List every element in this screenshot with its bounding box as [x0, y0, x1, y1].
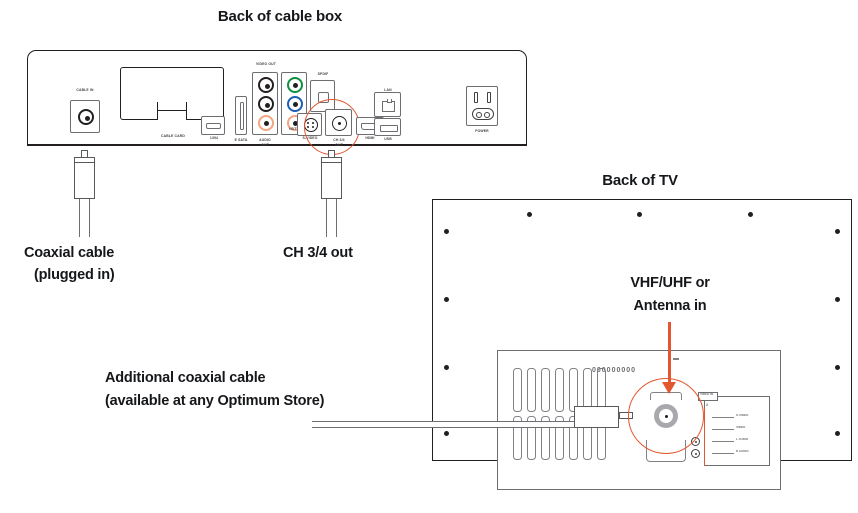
tv-mount-dot-top-2: [637, 212, 642, 217]
audio-jack-1-icon: [258, 77, 274, 93]
tv-vent-slot: [541, 368, 550, 412]
firewire-icon: [206, 123, 221, 129]
audio-jack-3-icon: [258, 115, 274, 131]
tv-io-row-label: R AUDIO: [736, 449, 749, 453]
tv-vent-slot: [527, 416, 536, 460]
tv-title: Back of TV: [602, 172, 678, 189]
component-blue-jack-icon: [287, 96, 303, 112]
cable-in-jack-icon: [78, 109, 94, 125]
tv-vent-slot: [555, 368, 564, 412]
tv-io-row-label: L AUDIO: [736, 437, 749, 441]
vhf-callout-arrow-shaft: [668, 322, 671, 384]
tv-io-subpanel: [704, 396, 770, 466]
component-green-jack-icon: [287, 77, 303, 93]
tv-mount-dot-right-1: [835, 229, 840, 234]
tv-vent-slot: [569, 416, 578, 460]
port-cable-in[interactable]: [70, 100, 100, 133]
tv-mount-dot-left-4: [444, 431, 449, 436]
additional-coax-plug-body: [574, 406, 619, 428]
label-video-out: VIDEO OUT: [255, 62, 276, 66]
additional-coax-cable-run: [312, 421, 574, 428]
caption-coax-line2: (plugged in): [34, 267, 115, 283]
tv-panel-tick: [673, 358, 679, 360]
caption-additional-line2: (available at any Optimum Store): [105, 393, 325, 409]
tv-vent-slot: [555, 416, 564, 460]
tv-vent-slot: [569, 368, 578, 412]
tv-vent-slot: [513, 416, 522, 460]
usb-slot-icon: [379, 124, 398, 132]
coax-plug-body-left: [74, 162, 95, 199]
power-slot-left-icon: [474, 92, 478, 103]
tv-mount-dot-right-2: [835, 297, 840, 302]
tv-mount-dot-left-2: [444, 297, 449, 302]
caption-vhf-line2: Antenna in: [633, 298, 707, 314]
label-esata: E SATA: [234, 138, 248, 142]
label-cable-card: CABLE CARD: [161, 134, 185, 138]
tv-io-row-line: [712, 453, 734, 454]
esata-slot-icon: [239, 102, 244, 130]
tv-panel-frame-mask: [498, 459, 780, 460]
ethernet-jack-icon: [382, 99, 395, 112]
port-power[interactable]: [466, 86, 498, 126]
tv-io-row-line: [712, 417, 734, 418]
coax-wire-mid: [326, 199, 337, 237]
audio-jack-2-icon: [258, 96, 274, 112]
tv-io-row-label: S-VIDEO: [736, 413, 749, 417]
ch34-highlight-circle: [304, 99, 360, 155]
cable-box-baseline: [27, 144, 527, 146]
tv-vent-slot: [513, 368, 522, 412]
label-power: POWER: [475, 129, 489, 133]
label-hdmi: HDMI: [365, 136, 375, 140]
tv-io-row-label: VIDEO: [736, 425, 746, 429]
tv-vent-slot: [541, 416, 550, 460]
label-hdtv: HDTV: [289, 127, 299, 131]
tv-mount-dot-top-1: [527, 212, 532, 217]
port-lan[interactable]: [374, 92, 401, 117]
label-audio-out-2: OUT: [261, 143, 269, 147]
port-1394[interactable]: [201, 116, 225, 135]
tv-model-text: 000000000: [592, 367, 637, 374]
label-usb: USB: [384, 137, 392, 141]
tv-mount-dot-left-1: [444, 229, 449, 234]
cable-box-title: Back of cable box: [217, 8, 343, 25]
tv-coax-highlight-circle: [628, 378, 704, 454]
coax-wire-left: [79, 199, 90, 237]
tv-vent-slot: [527, 368, 536, 412]
tv-mount-dot-left-3: [444, 365, 449, 370]
tv-mount-dot-right-4: [835, 431, 840, 436]
label-audio-out-1: AUDIO: [259, 138, 271, 142]
tv-io-row-line: [712, 441, 734, 442]
caption-ch34-out: CH 3/4 out: [283, 245, 353, 261]
port-esata[interactable]: [235, 96, 247, 135]
label-cable-in: CABLE IN: [76, 88, 94, 92]
cable-card-slot-lower-left: [120, 100, 158, 120]
tv-io-channel-number: 2: [706, 402, 709, 407]
caption-additional-line1: Additional coaxial cable: [105, 370, 266, 386]
tv-io-row-line: [712, 429, 734, 430]
tv-io-header-label: VIDEO IN: [700, 392, 714, 396]
port-audio-out[interactable]: [252, 72, 278, 135]
tv-mount-dot-right-3: [835, 365, 840, 370]
port-usb[interactable]: [374, 118, 401, 136]
power-figure8-icon: [472, 108, 494, 120]
coax-plug-body-mid: [321, 162, 342, 199]
vhf-callout-arrow-head: [662, 382, 676, 394]
label-lan: LAN: [384, 88, 392, 92]
caption-coax-line1: Coaxial cable: [24, 245, 115, 261]
tv-mount-dot-top-3: [748, 212, 753, 217]
label-1394: 1394: [209, 136, 219, 140]
tv-io-jack-right-audio[interactable]: [691, 449, 700, 458]
caption-vhf-line1: VHF/UHF or: [630, 275, 710, 291]
label-spdif: SPDIF: [317, 72, 329, 76]
power-slot-right-icon: [487, 92, 491, 103]
cable-card-seam-mask: [121, 99, 223, 102]
tv-io-panel-edge-accent: [704, 408, 705, 466]
